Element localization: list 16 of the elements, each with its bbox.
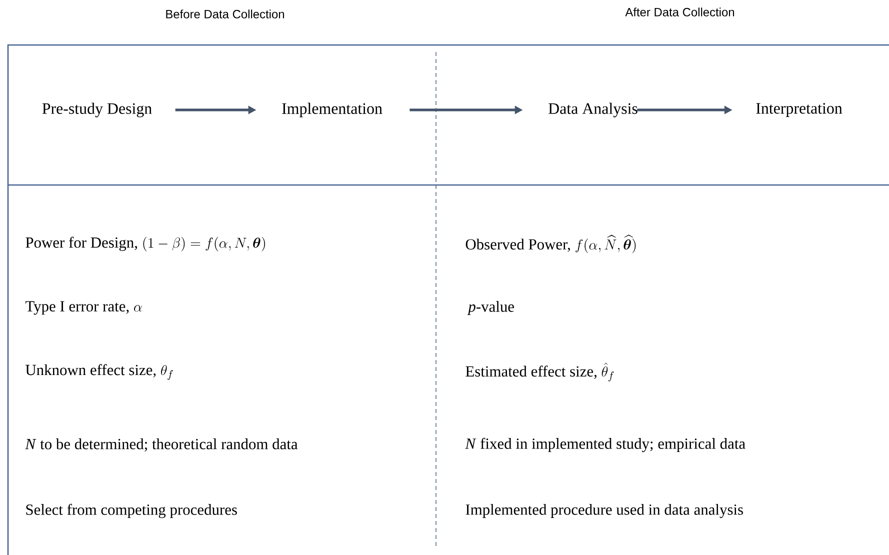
- row-text: N fixed in implemented study; empirical data: [465, 438, 746, 452]
- stage-label: Data Analysis: [548, 102, 638, 118]
- row-text: p-value: [467, 300, 514, 315]
- row-text: Observed Power, $f(\alpha,\widehat{N},\widehat{\boldsymbol{\theta}})$: [466, 234, 636, 254]
- stage-label: Pre-study Design: [42, 102, 152, 118]
- column-heading: After Data Collection: [625, 8, 734, 16]
- row-text: Select from competing procedures: [26, 504, 237, 518]
- row-text: N to be determined; theoretical random data: [25, 438, 298, 452]
- column-heading: Before Data Collection: [166, 10, 284, 18]
- row-text: Estimated effect size, $\hat{\theta}_f$: [466, 362, 614, 382]
- stage-label: Interpretation: [756, 103, 842, 117]
- row-text: Power for Design, $(1-\beta)=f(\alpha,N,\boldsymbol{\theta})$: [26, 236, 266, 252]
- row-text: Implemented procedure used in data analysis: [466, 504, 743, 518]
- stage-label: Implementation: [282, 102, 382, 118]
- row-text: Type I error rate, $\alpha$: [26, 301, 142, 315]
- row-text: Unknown effect size, $\theta_f$: [26, 364, 173, 380]
